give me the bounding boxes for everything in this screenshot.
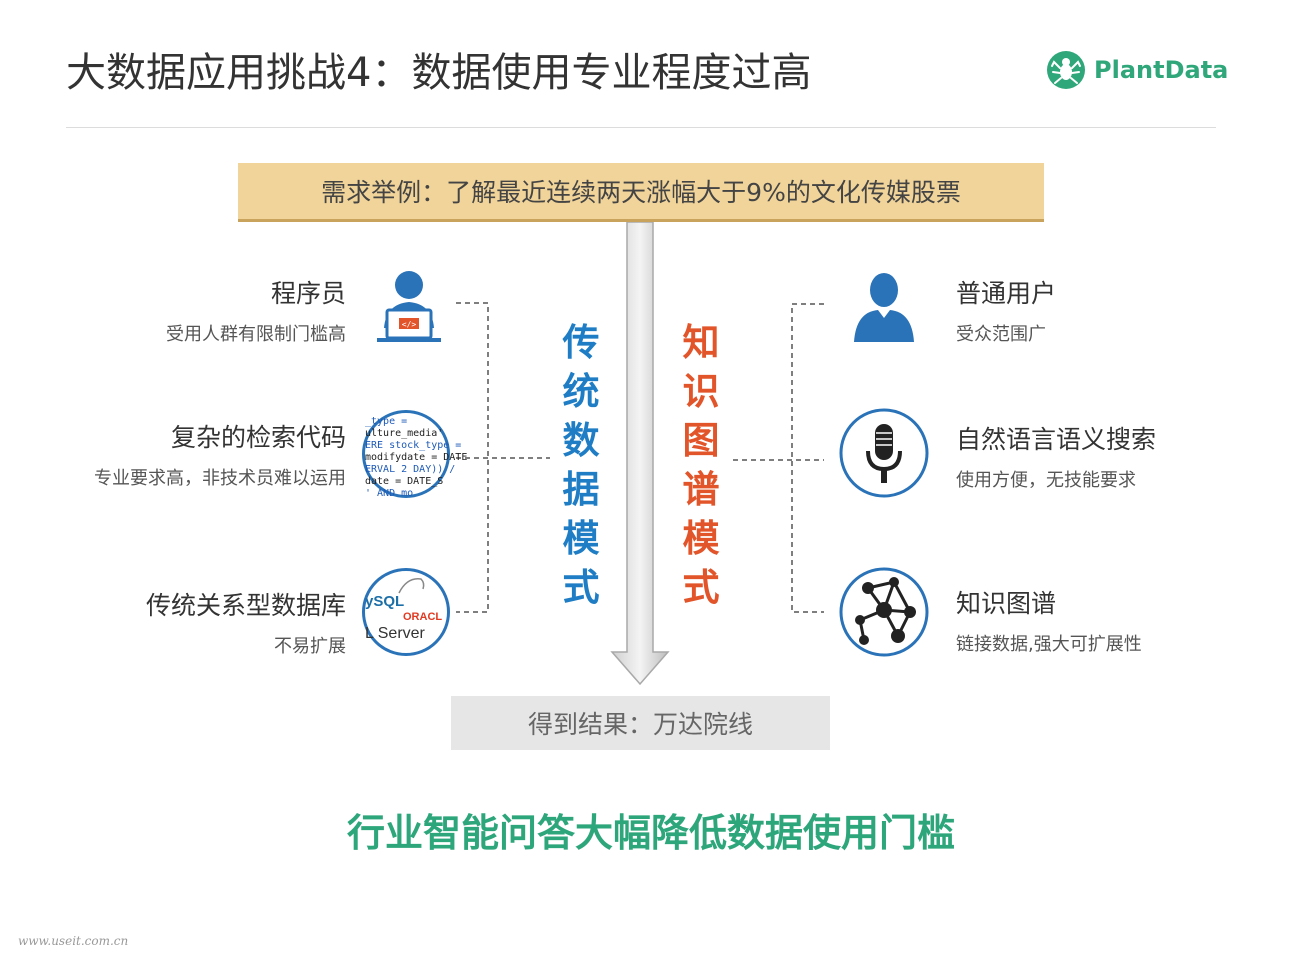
item-desc: 受用人群有限制门槛高 xyxy=(166,324,346,345)
microphone-icon xyxy=(839,408,929,498)
right-item-ordinary-user: 普通用户 受众范围广 xyxy=(956,274,1056,346)
logo-text: PlantData xyxy=(1094,56,1229,84)
knowledge-graph-icon xyxy=(839,567,929,657)
spider-logo-icon xyxy=(1047,51,1085,89)
result-box: 得到结果：万达院线 xyxy=(451,696,830,750)
knowledge-graph-mode-label: 知 识 图 谱 模 式 xyxy=(682,321,720,609)
code-snippet-icon: _type = ulture_media' ERE stock_type = m… xyxy=(362,410,467,499)
requirement-banner: 需求举例：了解最近连续两天涨幅大于9%的文化传媒股票 xyxy=(238,163,1044,222)
right-item-knowledge-graph: 知识图谱 链接数据,强大可扩展性 xyxy=(956,584,1142,656)
left-item-complex-code: 复杂的检索代码 专业要求高，非技术员难以运用 xyxy=(94,418,346,490)
item-desc: 受众范围广 xyxy=(956,324,1046,345)
database-logos-icon: ySQL ORACL L Server xyxy=(362,568,450,656)
down-arrow xyxy=(610,221,670,686)
item-title: 知识图谱 xyxy=(956,589,1057,618)
plantdata-logo: PlantData xyxy=(1046,50,1228,90)
mysql-dolphin-icon xyxy=(398,578,425,594)
traditional-mode-label: 传 统 数 据 模 式 xyxy=(562,321,600,609)
item-title: 自然语言语义搜索 xyxy=(956,425,1157,454)
title-divider xyxy=(66,127,1216,128)
item-title: 传统关系型数据库 xyxy=(145,591,346,620)
programmer-icon: </> xyxy=(377,271,441,342)
item-desc: 专业要求高，非技术员难以运用 xyxy=(94,468,346,489)
right-bracket xyxy=(791,303,824,613)
item-title: 普通用户 xyxy=(956,279,1057,308)
item-desc: 使用方便，无技能要求 xyxy=(956,470,1136,491)
left-item-programmer: 程序员 受用人群有限制门槛高 xyxy=(166,274,346,346)
mysql-logo-text: ySQL xyxy=(365,593,405,610)
left-item-relational-db: 传统关系型数据库 不易扩展 xyxy=(146,586,346,658)
watermark: www.useit.com.cn xyxy=(18,934,129,948)
conclusion-text: 行业智能问答大幅降低数据使用门槛 xyxy=(346,811,955,855)
user-icon xyxy=(854,273,914,342)
sqlserver-logo-text: L Server xyxy=(365,625,425,642)
page-title: 大数据应用挑战4：数据使用专业程度过高 xyxy=(66,50,812,96)
oracle-logo-text: ORACL xyxy=(403,611,443,623)
item-title: 复杂的检索代码 xyxy=(170,423,346,452)
item-desc: 链接数据,强大可扩展性 xyxy=(956,634,1142,655)
item-desc: 不易扩展 xyxy=(274,636,346,657)
item-title: 程序员 xyxy=(270,279,346,308)
svg-text:</>: </> xyxy=(402,320,417,329)
right-item-semantic-search: 自然语言语义搜索 使用方便，无技能要求 xyxy=(956,420,1156,492)
